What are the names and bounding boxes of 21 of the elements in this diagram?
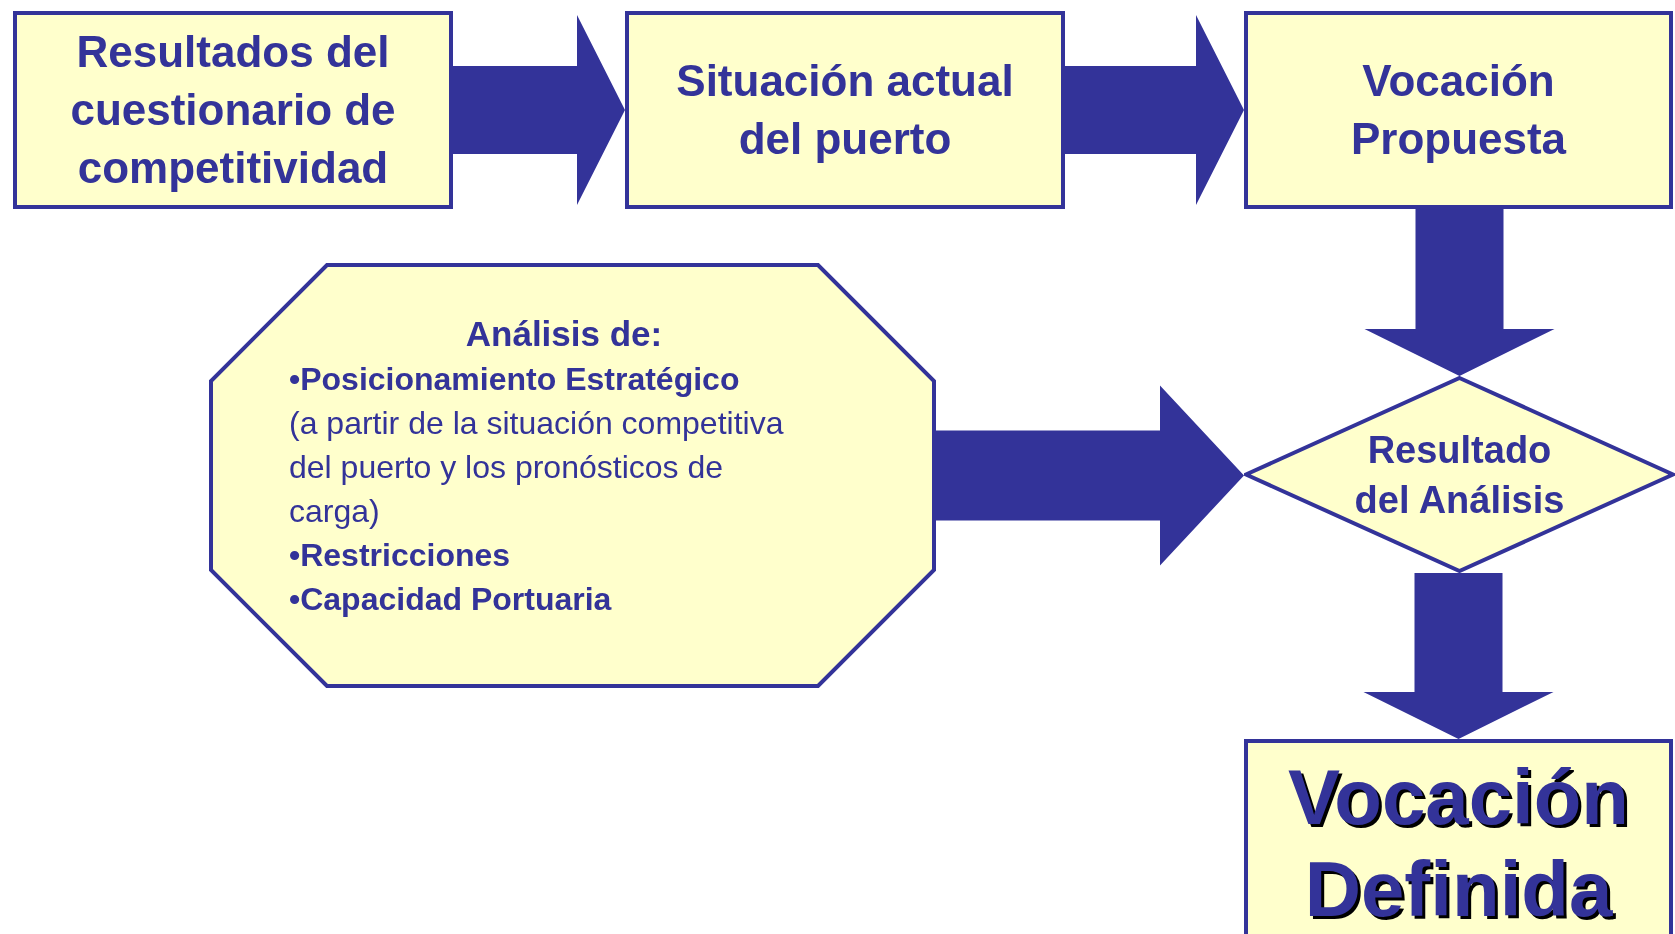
block-arrow <box>936 385 1244 566</box>
node-label: Vocación Definida <box>1287 752 1630 934</box>
node-label: Resultados del cuestionario de competitividad <box>69 26 397 194</box>
process-box <box>1244 739 1673 934</box>
process-box <box>625 11 1065 209</box>
list-item: •Restricciones <box>289 536 512 575</box>
heading: Análisis de: <box>465 313 663 355</box>
list-item: •Posicionamiento Estratégico <box>289 360 741 399</box>
octagon-box <box>209 263 936 688</box>
block-arrow <box>1065 15 1244 205</box>
block-arrow <box>1363 573 1554 739</box>
node-label: Resultado del Análisis <box>1353 427 1566 523</box>
list-item: •Capacidad Portuaria <box>289 580 613 619</box>
decision-diamond <box>1244 376 1675 573</box>
node-label: Vocación Propuesta <box>1349 55 1568 165</box>
list-item: (a partir de la situación competitiva del puerto y los pronósticos de carga) <box>289 404 785 531</box>
process-box <box>1244 11 1673 209</box>
process-box <box>13 11 453 209</box>
block-arrow <box>453 15 625 205</box>
block-arrow <box>1364 209 1555 376</box>
node-label: Situación actual del puerto <box>675 55 1015 165</box>
